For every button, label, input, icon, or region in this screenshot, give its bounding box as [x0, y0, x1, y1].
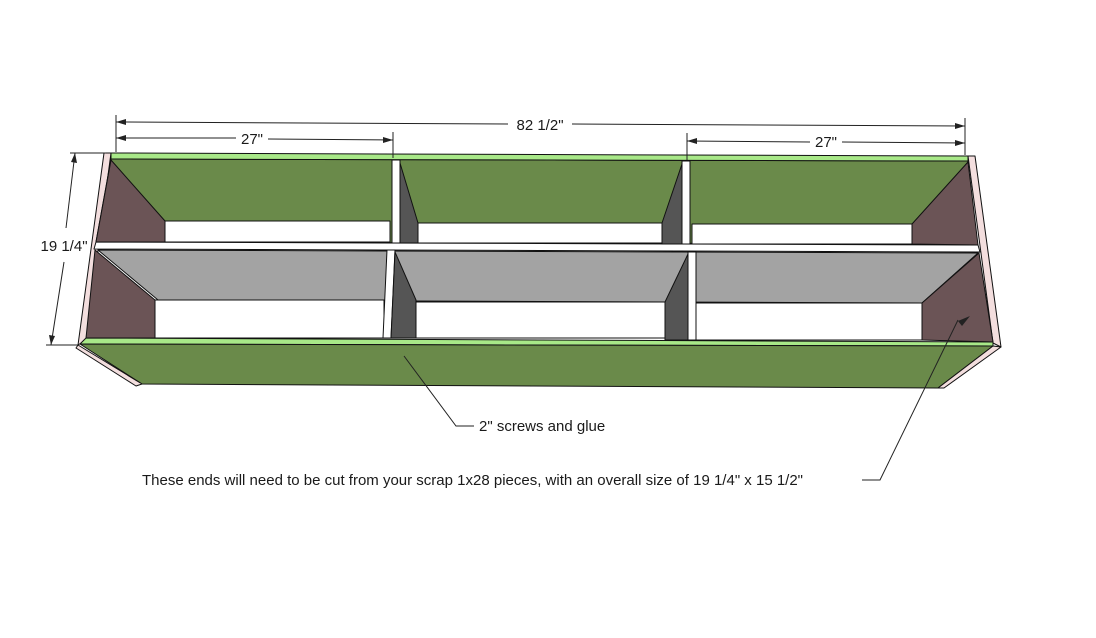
divider-left-upper	[391, 159, 401, 244]
dimension-overall-width: 82 1/2"	[115, 115, 966, 155]
lower-floor-mid	[415, 301, 666, 339]
right-end-upper	[911, 161, 979, 246]
overall-width-label: 82 1/2"	[516, 117, 563, 134]
left-end-upper	[95, 159, 166, 243]
divider-right-upper-side	[661, 163, 683, 245]
front-left-chamfer	[75, 344, 143, 387]
upper-floor-left	[164, 220, 391, 243]
height-label: 19 1/4"	[40, 238, 87, 255]
divider-right-lower-side	[664, 253, 689, 341]
divider-right-lower	[687, 251, 697, 341]
upper-floor-right	[691, 223, 913, 245]
dimension-height: 19 1/4"	[40, 152, 106, 346]
upper-floor-mid	[417, 222, 663, 244]
lower-floor-right	[693, 302, 923, 341]
top-front-edge	[110, 152, 969, 162]
right-section-label: 27"	[815, 134, 837, 151]
divider-right-upper	[681, 160, 691, 245]
left-section-label: 27"	[241, 131, 263, 148]
lower-floor-left	[154, 299, 385, 339]
shelf-unit	[75, 152, 1002, 389]
screws-label: 2" screws and glue	[479, 418, 605, 435]
divider-left-upper-side	[399, 162, 419, 244]
ends-annotation: These ends will need to be cut from your…	[142, 316, 970, 489]
right-end-lower	[921, 252, 994, 343]
front-right-chamfer	[937, 345, 1002, 389]
divider-left-lower-side	[390, 251, 417, 339]
ends-note: These ends will need to be cut from your…	[142, 472, 803, 489]
lower-interior	[97, 249, 979, 304]
dimension-left-section: 27"	[116, 131, 394, 158]
dimension-right-section: 27"	[686, 133, 966, 160]
front-bottom-panel	[79, 343, 994, 389]
screws-annotation: 2" screws and glue	[403, 355, 605, 435]
